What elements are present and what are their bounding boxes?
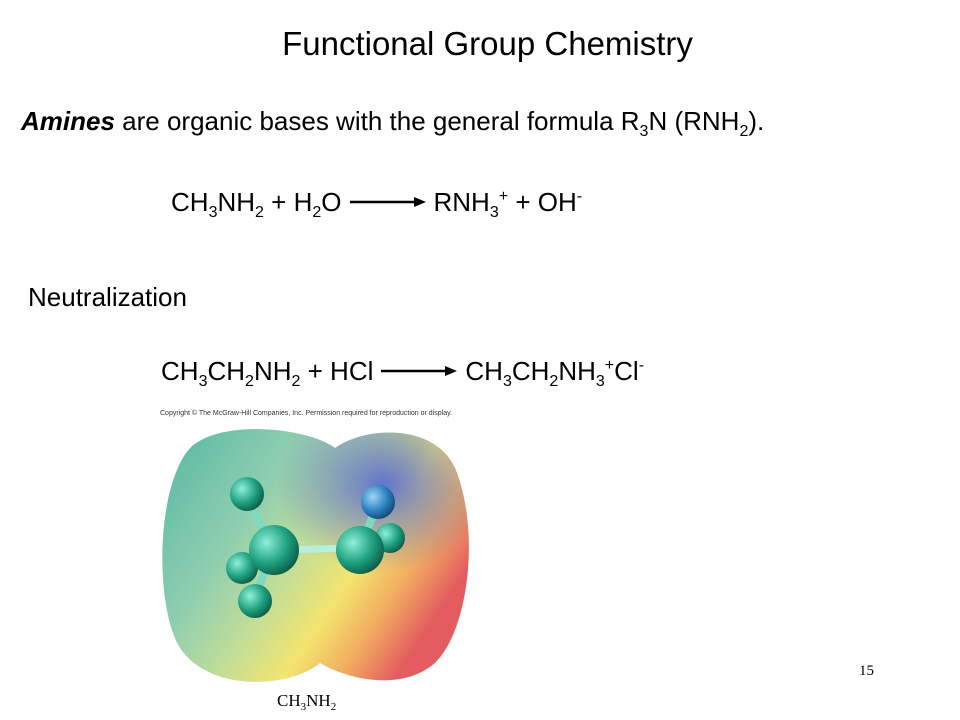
equation1-products: RNH3+ + OH- [433, 184, 583, 221]
intro-sub-1: 3 [639, 123, 649, 140]
equation-amine-water: CH3NH2 + H2O RNH3+ + OH- [171, 184, 583, 221]
formula-text: CH [171, 187, 209, 217]
formula-subscript: 2 [312, 204, 322, 221]
formula-text: + H [263, 187, 313, 217]
intro-text-after: ). [748, 106, 765, 136]
formula-subscript: 3 [208, 204, 218, 221]
intro-sub-2: 2 [739, 123, 749, 140]
formula-text: Cl [614, 356, 639, 386]
reaction-arrow-icon [349, 197, 426, 207]
formula-subscript: 2 [255, 204, 264, 221]
electrostatic-potential-map-image [162, 429, 469, 682]
reaction-arrow-icon [381, 366, 458, 376]
formula-text: RNH [433, 187, 490, 217]
formula-subscript: 2 [549, 373, 559, 390]
formula-text: CH [207, 356, 246, 386]
formula-text: NH [217, 187, 256, 217]
formula-text: CH [511, 356, 550, 386]
intro-text-mid: N (RNH [648, 106, 740, 136]
mol-label-sub-1: 3 [300, 701, 307, 713]
mol-label-text-2: NH [306, 691, 331, 710]
formula-text: CH [465, 356, 503, 386]
intro-term: Amines [21, 106, 115, 136]
formula-superscript: - [576, 188, 583, 205]
equation1-reactants: CH3NH2 + H2O [171, 184, 342, 221]
formula-superscript: - [638, 357, 645, 374]
formula-subscript: 3 [502, 373, 512, 390]
formula-subscript: 3 [595, 373, 605, 390]
formula-superscript: + [604, 357, 615, 374]
slide-title: Functional Group Chemistry [282, 25, 693, 62]
intro-text-before: are organic bases with the general formu… [114, 106, 640, 136]
formula-subscript: 3 [198, 373, 208, 390]
equation2-reactants: CH3CH2NH2 + HCl [161, 353, 374, 390]
intro-sentence: Amines are organic bases with the genera… [21, 101, 764, 141]
formula-text: + HCl [300, 356, 374, 386]
formula-text: O [321, 187, 342, 217]
formula-text: CH [161, 356, 199, 386]
formula-text: + OH [508, 187, 577, 217]
page-number: 15 [859, 663, 874, 679]
formula-subscript: 3 [489, 204, 499, 221]
molecule-formula-label: CH3NH2 [277, 691, 337, 713]
section-label-neutralization: Neutralization [28, 282, 187, 312]
formula-subscript: 2 [291, 373, 301, 390]
equation2-products: CH3CH2NH3+Cl- [465, 353, 645, 390]
mol-label-sub-2: 2 [330, 701, 337, 713]
equation-neutralization: CH3CH2NH2 + HCl CH3CH2NH3+Cl- [161, 353, 645, 390]
formula-text: NH [558, 356, 596, 386]
mol-label-text-1: CH [277, 691, 301, 710]
formula-text: NH [253, 356, 292, 386]
formula-superscript: + [498, 188, 509, 205]
formula-subscript: 2 [245, 373, 254, 390]
copyright-notice: Copyright © The McGraw-Hill Companies, I… [160, 410, 453, 417]
